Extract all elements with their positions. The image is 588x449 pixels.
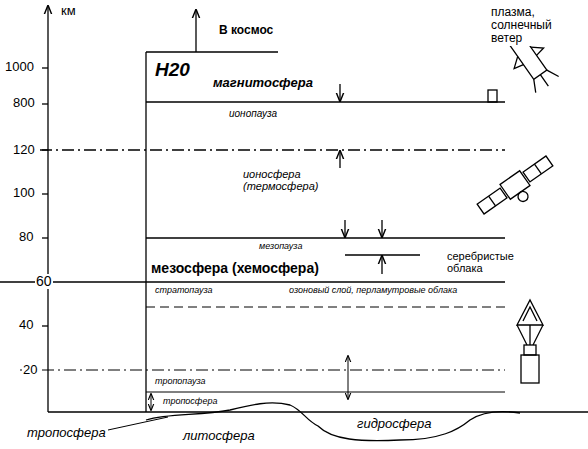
leader-line — [108, 417, 168, 430]
probe-module — [488, 90, 497, 102]
boundary-name: мезопауза — [258, 242, 303, 252]
axis-tick: 60 — [35, 274, 53, 289]
axis-tick: 120 — [12, 143, 36, 157]
axis-tick: 100 — [12, 186, 36, 200]
layer-note: серебристые облака — [446, 250, 544, 274]
axis-tick: 40 — [18, 318, 34, 332]
height-axis — [47, 6, 48, 412]
layer-name: тропосфера — [162, 397, 219, 407]
space-arrow — [195, 10, 196, 52]
layer-note: плазма, солнечный ветер — [490, 6, 572, 46]
stratopause-line — [0, 281, 505, 282]
layer-arrow — [348, 356, 349, 399]
layer-arrow — [344, 220, 345, 237]
mesopause-line — [146, 237, 505, 238]
ozone-line — [146, 307, 505, 308]
axis-tick: 800 — [12, 96, 36, 110]
km120-line — [40, 149, 505, 150]
boundary-name: стратопауза — [154, 286, 214, 296]
space-label: В космос — [218, 24, 274, 37]
layer-name: мезосфера (хемосфера) — [150, 261, 320, 276]
sphere-name: литосфера — [182, 429, 256, 443]
layer-note: озоновый слой, перламутровые облака — [288, 286, 458, 296]
axis-tick: 1000 — [4, 60, 35, 74]
cloud-line — [345, 254, 420, 255]
parachute — [517, 300, 543, 383]
layer-arrow — [339, 84, 340, 101]
axis-tick: 80 — [18, 230, 34, 244]
layer-arrow — [151, 394, 152, 410]
boundary-name: тропопауза — [154, 377, 207, 387]
layer-arrow — [381, 256, 382, 274]
sphere-name: тропосфера — [26, 426, 107, 440]
sphere-name: гидросфера — [356, 417, 432, 431]
layer-name: магнитосфера — [212, 76, 314, 90]
ionopause-line — [146, 101, 505, 102]
boundary-name: ионопауза — [228, 108, 278, 119]
space-boundary — [146, 51, 278, 52]
tropopause-line — [146, 392, 505, 393]
layer-name: ионосфера (термосфера) — [242, 168, 344, 192]
layer-arrow — [381, 220, 382, 237]
formula-label: H20 — [154, 60, 191, 81]
km20-line — [20, 370, 505, 371]
satellite — [475, 154, 560, 225]
axis-unit: км — [60, 4, 77, 18]
layer-axis — [145, 52, 146, 412]
axis-tick: 20 — [22, 363, 38, 377]
